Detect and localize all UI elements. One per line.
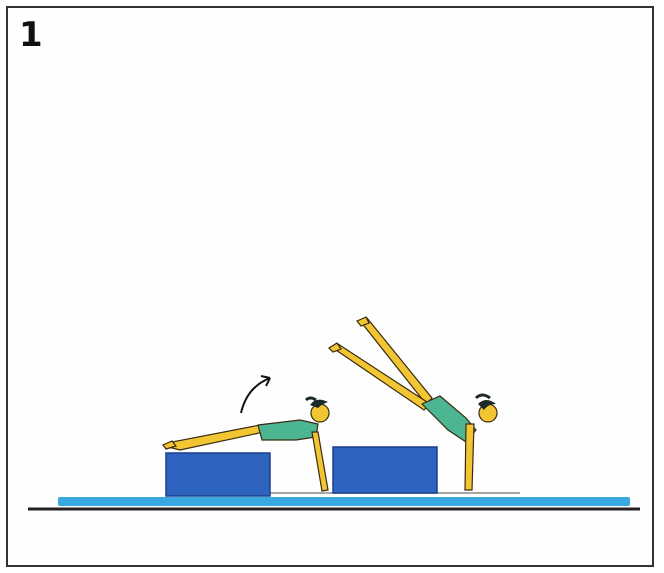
floor-mat — [58, 497, 630, 506]
left-block — [166, 453, 270, 496]
curved-arrow-icon — [241, 378, 270, 413]
right-block — [333, 447, 437, 493]
